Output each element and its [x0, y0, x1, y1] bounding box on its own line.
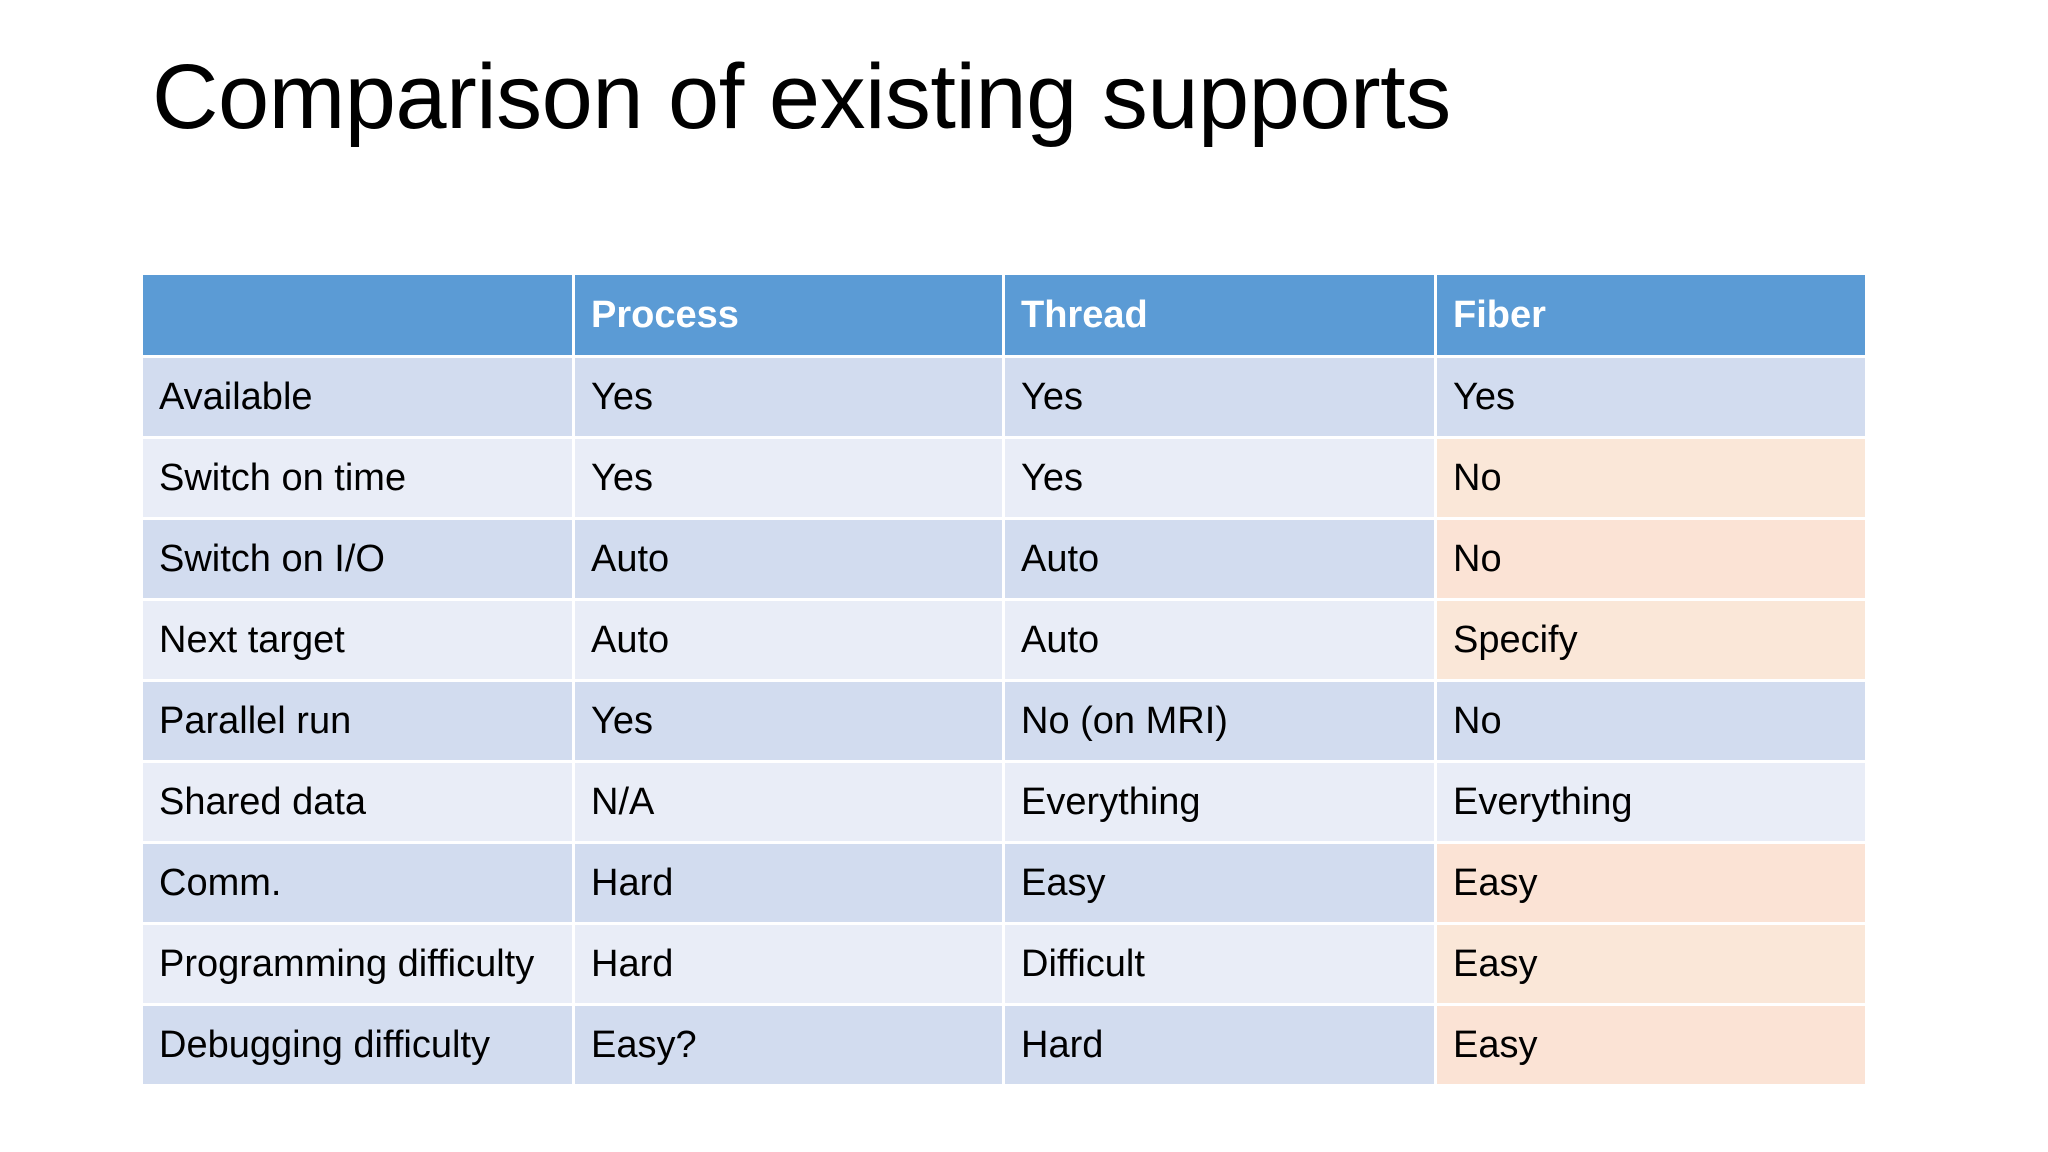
table-cell: Everything [1437, 763, 1865, 844]
table-cell: No [1437, 520, 1865, 601]
table-cell: Yes [1005, 439, 1437, 520]
table-cell: Yes [575, 358, 1005, 439]
table-cell: Everything [1005, 763, 1437, 844]
table-cell: Easy [1437, 844, 1865, 925]
table-cell: Yes [1005, 358, 1437, 439]
table-header-cell-thread: Thread [1005, 275, 1437, 358]
table-row-label: Programming difficulty [143, 925, 575, 1006]
table-row-label: Comm. [143, 844, 575, 925]
table-row-label: Shared data [143, 763, 575, 844]
table-cell: No [1437, 439, 1865, 520]
table-cell: Auto [575, 520, 1005, 601]
table-cell: Auto [1005, 520, 1437, 601]
table-cell: No (on MRI) [1005, 682, 1437, 763]
table-cell: No [1437, 682, 1865, 763]
table-cell: Auto [575, 601, 1005, 682]
table-cell: N/A [575, 763, 1005, 844]
table-cell: Hard [575, 925, 1005, 1006]
table-header-cell-blank [143, 275, 575, 358]
table-cell: Easy [1437, 1006, 1865, 1087]
table-header-row: Process Thread Fiber [143, 275, 1865, 358]
table-header: Process Thread Fiber [143, 275, 1865, 358]
table-cell: Easy [1437, 925, 1865, 1006]
table-cell: Yes [575, 439, 1005, 520]
page-title: Comparison of existing supports [152, 46, 1451, 148]
table-row-label: Next target [143, 601, 575, 682]
table-cell: Specify [1437, 601, 1865, 682]
table-cell: Easy [1005, 844, 1437, 925]
table-header-cell-process: Process [575, 275, 1005, 358]
table-cell: Hard [1005, 1006, 1437, 1087]
table-row-label: Debugging difficulty [143, 1006, 575, 1087]
table-cell: Yes [575, 682, 1005, 763]
table-row-label: Parallel run [143, 682, 575, 763]
table-cell: Easy? [575, 1006, 1005, 1087]
table-cell: Difficult [1005, 925, 1437, 1006]
table-row-label: Switch on I/O [143, 520, 575, 601]
table-row-label: Switch on time [143, 439, 575, 520]
table-header-cell-fiber: Fiber [1437, 275, 1865, 358]
table-cell: Yes [1437, 358, 1865, 439]
table-row-label: Available [143, 358, 575, 439]
table-cell: Hard [575, 844, 1005, 925]
table-cell: Auto [1005, 601, 1437, 682]
